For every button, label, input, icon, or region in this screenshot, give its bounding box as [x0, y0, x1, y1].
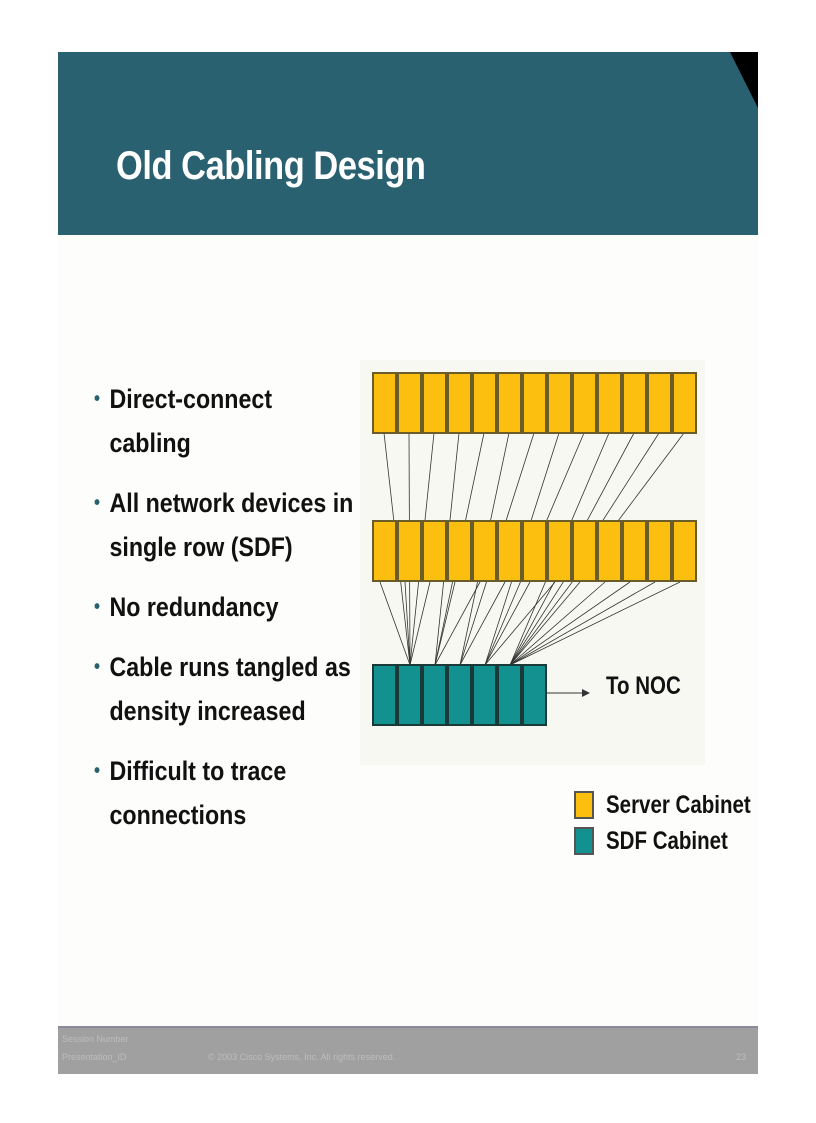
- to-noc-label: To NOC: [606, 672, 681, 700]
- corner-decoration: [730, 52, 758, 108]
- slide-title: Old Cabling Design: [116, 144, 426, 188]
- bullet-icon: •: [94, 388, 101, 410]
- footer-presentation: Presentation_ID: [62, 1052, 127, 1062]
- server-row-1: [372, 372, 697, 434]
- bullet-icon: •: [94, 492, 101, 514]
- bullet-icon: •: [94, 760, 101, 782]
- bullet-icon: •: [94, 656, 101, 678]
- legend-item-server: Server Cabinet: [574, 787, 782, 823]
- slide-footer: Session Number Presentation_ID © 2003 Ci…: [58, 1026, 758, 1074]
- bullet-icon: •: [94, 596, 101, 618]
- bullet-item: •Difficult to trace connections: [94, 749, 359, 837]
- server-swatch-icon: [574, 791, 594, 819]
- legend-item-sdf: SDF Cabinet: [574, 823, 782, 859]
- slide-header: Old Cabling Design: [58, 52, 758, 235]
- bullet-item: •No redundancy: [94, 585, 359, 629]
- cabling-diagram: [360, 360, 705, 765]
- slide: Old Cabling Design •Direct-connect cabli…: [58, 52, 758, 1074]
- arrow-icon: [582, 689, 590, 697]
- server-row-2: [372, 520, 697, 582]
- footer-session: Session Number: [62, 1034, 129, 1044]
- sdf-row: [372, 664, 547, 726]
- bullet-list: •Direct-connect cabling •All network dev…: [94, 377, 354, 853]
- sdf-swatch-icon: [574, 827, 594, 855]
- legend: Server Cabinet SDF Cabinet: [574, 787, 782, 859]
- bullet-item: •Direct-connect cabling: [94, 377, 359, 465]
- bullet-item: •All network devices in single row (SDF): [94, 481, 359, 569]
- footer-page-number: 23: [736, 1052, 747, 1062]
- footer-copyright: © 2003 Cisco Systems, Inc. All rights re…: [208, 1052, 396, 1062]
- bullet-item: •Cable runs tangled as density increased: [94, 645, 359, 733]
